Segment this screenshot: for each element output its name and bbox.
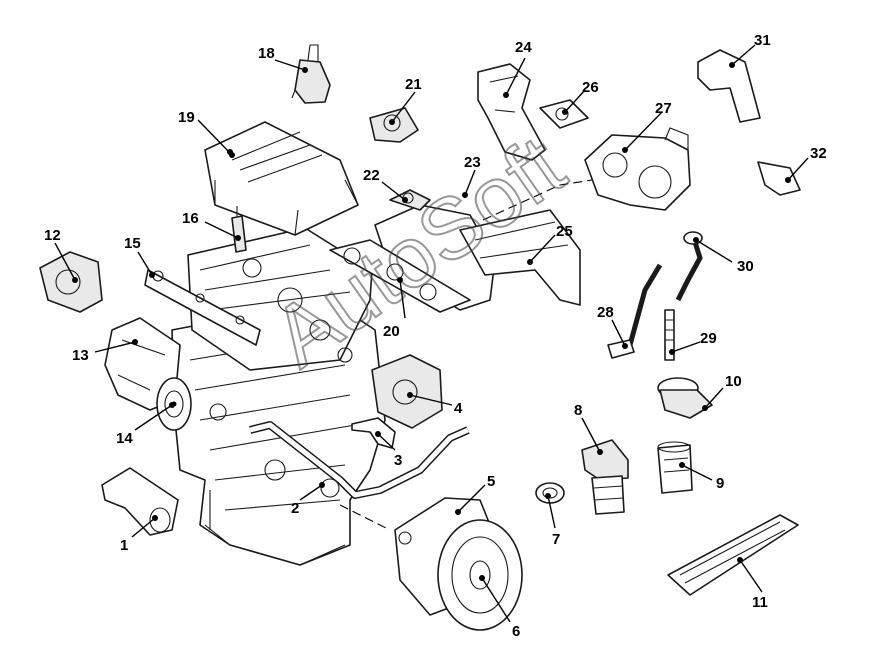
- callout-27: 27: [655, 100, 672, 117]
- callout-21: 21: [405, 76, 422, 93]
- callout-29: 29: [700, 330, 717, 347]
- callout-8: 8: [574, 402, 582, 419]
- callout-2: 2: [291, 500, 299, 517]
- part-8-fuel-filter: [581, 439, 629, 515]
- part-4-fuel-pump: [371, 354, 443, 429]
- callout-9: 9: [716, 475, 724, 492]
- dashed-reference-line: [339, 504, 391, 531]
- part-11-gasket: [667, 514, 799, 596]
- callout-15: 15: [124, 235, 141, 252]
- callout-31: 31: [754, 32, 771, 49]
- dashed-reference-line: [482, 179, 593, 221]
- callout-1: 1: [120, 537, 128, 554]
- callout-20: 20: [383, 323, 400, 340]
- part-28-oil-pipe: [607, 263, 663, 359]
- callout-13: 13: [72, 347, 89, 364]
- part-12-water-pump: [39, 251, 103, 313]
- callout-16: 16: [182, 210, 199, 227]
- callout-18: 18: [258, 45, 275, 62]
- callout-19: 19: [178, 109, 195, 126]
- callout-12: 12: [44, 227, 61, 244]
- part-1-intake-elbow: [101, 467, 179, 536]
- callout-22: 22: [363, 167, 380, 184]
- part-25-heat-shield: [459, 209, 581, 306]
- callout-10: 10: [725, 373, 742, 390]
- part-16-injector: [231, 206, 247, 253]
- part-31-bracket: [697, 49, 761, 123]
- part-21-egr-valve: [369, 107, 419, 143]
- part-18-sensor: [291, 44, 331, 104]
- part-19-engine-cover: [204, 121, 359, 236]
- part-24-intake-duct: [477, 63, 546, 161]
- callout-7: 7: [552, 531, 560, 548]
- part-6-flywheel: [437, 519, 523, 631]
- callout-23: 23: [464, 154, 481, 171]
- callout-5: 5: [487, 473, 495, 490]
- callout-4: 4: [454, 400, 463, 417]
- leader-lines: [54, 44, 809, 623]
- callout-14: 14: [116, 430, 133, 447]
- part-2-coolant-pipe: [249, 421, 470, 499]
- callout-26: 26: [582, 79, 599, 96]
- part-20-gasket-set: [329, 239, 471, 313]
- callout-11: 11: [752, 594, 768, 611]
- callout-24: 24: [515, 39, 532, 56]
- part-9-oil-filter: [657, 441, 693, 494]
- callout-30: 30: [737, 258, 754, 275]
- callout-3: 3: [394, 452, 402, 469]
- part-10-vacuum-valve: [657, 377, 713, 419]
- callout-28: 28: [597, 304, 614, 321]
- callout-25: 25: [556, 223, 573, 240]
- callout-6: 6: [512, 623, 520, 640]
- part-27-turbocharger: [584, 127, 691, 211]
- callout-32: 32: [810, 145, 827, 162]
- part-7-seal: [535, 482, 565, 504]
- cylinder-head: [187, 227, 373, 371]
- part-32-bracket: [757, 161, 801, 196]
- part-29-stud: [664, 309, 675, 361]
